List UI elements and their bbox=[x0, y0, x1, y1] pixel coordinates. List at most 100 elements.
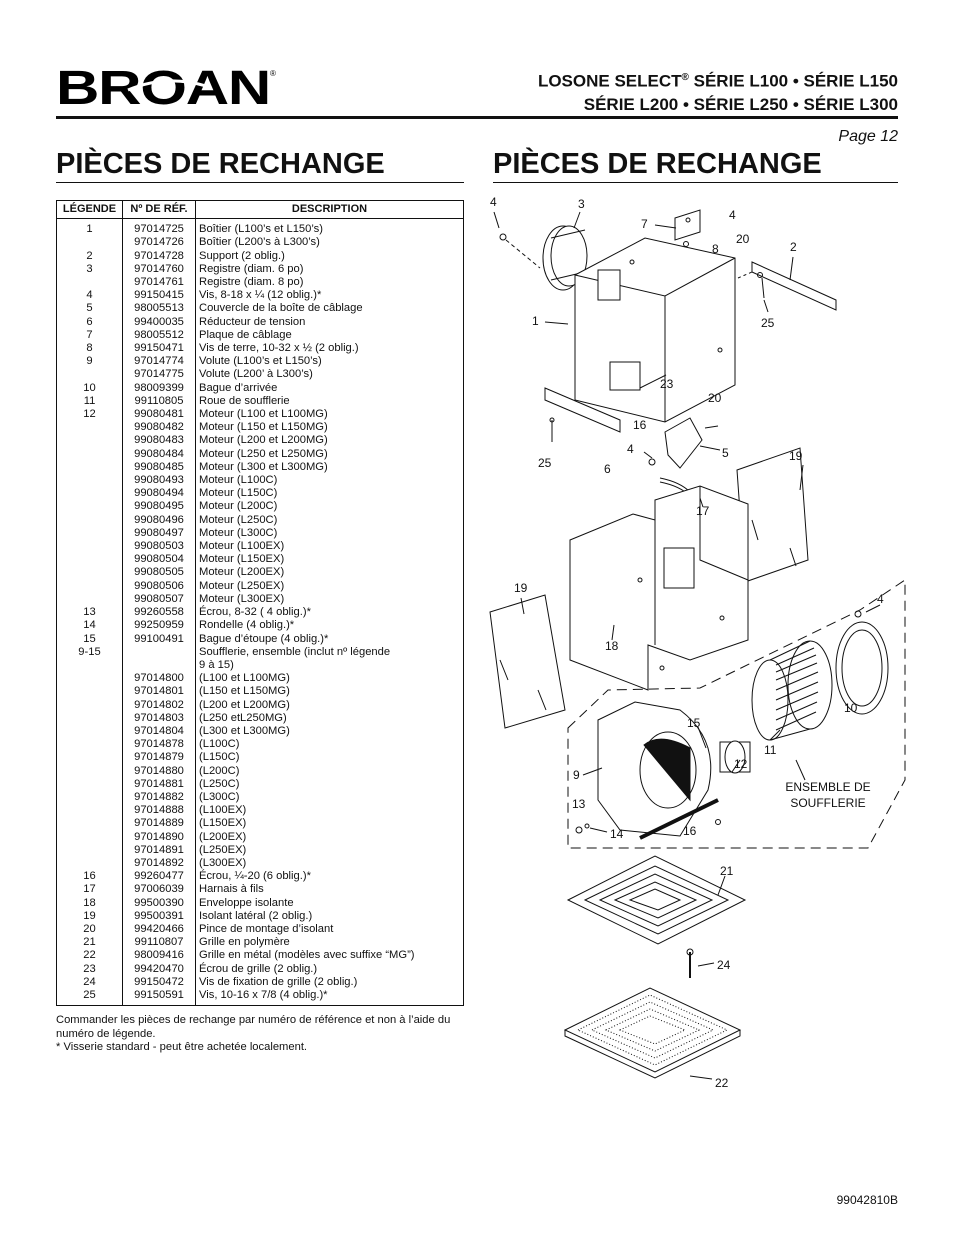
legend-cell: 16 bbox=[56, 870, 123, 884]
ref-cell: 97014775 bbox=[122, 368, 196, 382]
wiring-cover-part bbox=[648, 417, 719, 469]
order-notes: Commander les pièces de rechange par num… bbox=[56, 1014, 466, 1055]
description-cell: Bague d’arrivée bbox=[195, 381, 464, 395]
ref-cell: 99110805 bbox=[122, 394, 196, 409]
ref-cell: 99500391 bbox=[122, 909, 196, 923]
table-row: 97014800(L100 et L100MG) bbox=[56, 672, 464, 686]
legend-cell bbox=[56, 817, 123, 831]
table-row: 97014801(L150 et L150MG) bbox=[56, 685, 464, 699]
broan-logo: BROAN ® bbox=[56, 62, 278, 115]
wiring-plate-part bbox=[674, 209, 701, 247]
callout-6: 6 bbox=[604, 462, 611, 476]
description-cell: Grille en polymère bbox=[195, 936, 464, 950]
legend-cell bbox=[56, 830, 123, 844]
note-order: Commander les pièces de rechange par num… bbox=[56, 1014, 451, 1040]
blower-wheel-part bbox=[751, 640, 833, 741]
callout-13: 13 bbox=[572, 797, 586, 811]
legend-cell: 15 bbox=[56, 632, 123, 646]
table-row: 97014802(L200 et L200MG) bbox=[56, 698, 464, 712]
legend-cell bbox=[56, 236, 123, 250]
legend-cell: 9-15 bbox=[56, 645, 123, 659]
callout-4: 4 bbox=[490, 195, 497, 209]
legend-cell bbox=[56, 566, 123, 580]
table-row: 97014888(L100EX) bbox=[56, 804, 464, 818]
legend-cell: 4 bbox=[56, 289, 123, 303]
ref-cell: 97014726 bbox=[122, 236, 196, 250]
description-cell: Vis de fixation de grille (2 oblig.) bbox=[195, 975, 464, 989]
legend-cell bbox=[56, 526, 123, 541]
ref-cell bbox=[122, 645, 196, 659]
ref-cell: 99080507 bbox=[122, 592, 196, 607]
ref-cell: 97014761 bbox=[122, 276, 196, 290]
metal-grille-part bbox=[563, 987, 742, 1079]
description-cell: Boîtier (L100’s et L150’s) bbox=[195, 218, 464, 237]
callout-assembly-line2: SOUFFLERIE bbox=[790, 796, 865, 810]
description-cell: Moteur (L250EX) bbox=[195, 579, 464, 593]
callout-23: 23 bbox=[660, 377, 674, 391]
table-row: 97014891(L250EX) bbox=[56, 843, 464, 857]
description-cell: Registre (diam. 8 po) bbox=[195, 276, 464, 290]
registered-mark: ® bbox=[270, 69, 276, 78]
legend-cell: 13 bbox=[56, 606, 123, 620]
description-cell: Écrou, 8-32 ( 4 oblig.)* bbox=[195, 606, 464, 620]
legend-cell bbox=[56, 764, 123, 778]
callout-20: 20 bbox=[736, 232, 750, 246]
description-cell: Moteur (L250 et L250MG) bbox=[195, 447, 464, 461]
inlet-ring-part bbox=[835, 610, 889, 715]
ref-cell: 99150415 bbox=[122, 289, 196, 303]
insulation-wrap-part bbox=[569, 485, 749, 691]
table-row: 97014878(L100C) bbox=[56, 738, 464, 752]
legend-cell: 5 bbox=[56, 302, 123, 316]
logo-graphic: BROAN ® bbox=[56, 62, 276, 115]
legend-cell bbox=[56, 579, 123, 593]
legend-cell: 14 bbox=[56, 619, 123, 633]
insulation-side-right bbox=[736, 447, 809, 583]
ref-cell: 97014800 bbox=[122, 672, 196, 686]
table-row: 9 à 15) bbox=[56, 658, 464, 673]
description-cell: Registre (diam. 6 po) bbox=[195, 262, 464, 277]
table-row: 97014892(L300EX) bbox=[56, 856, 464, 871]
callout-10: 10 bbox=[844, 701, 858, 715]
legend-cell bbox=[56, 856, 123, 871]
ref-cell: 99500390 bbox=[122, 896, 196, 910]
callout-7: 7 bbox=[641, 217, 648, 231]
ref-cell: 97014725 bbox=[122, 218, 196, 237]
screw-part bbox=[499, 233, 541, 269]
description-cell: Moteur (L250C) bbox=[195, 513, 464, 527]
legend-cell bbox=[56, 500, 123, 514]
legend-cell: 11 bbox=[56, 394, 123, 409]
logo-swoosh bbox=[127, 79, 207, 92]
description-cell: Harnais à fils bbox=[195, 883, 464, 897]
description-cell: (L150EX) bbox=[195, 817, 464, 831]
ref-cell: 99080497 bbox=[122, 526, 196, 541]
legend-cell bbox=[56, 843, 123, 857]
description-cell: Moteur (L300EX) bbox=[195, 592, 464, 607]
description-cell: Moteur (L300 et L300MG) bbox=[195, 460, 464, 475]
hardware-bottom bbox=[575, 798, 721, 840]
housing-part bbox=[574, 237, 736, 423]
callout-17: 17 bbox=[696, 504, 710, 518]
description-cell: (L100EX) bbox=[195, 804, 464, 818]
legend-cell bbox=[56, 553, 123, 567]
ref-cell: 99150471 bbox=[122, 342, 196, 356]
ref-cell: 97014879 bbox=[122, 751, 196, 765]
description-cell: Vis, 8-18 x ¼ (12 oblig.)* bbox=[195, 289, 464, 303]
exploded-diagram: 4 3 7 4 8 20 2 1 25 23 20 16 4 5 6 25 19… bbox=[489, 195, 906, 1090]
ref-cell: 99080506 bbox=[122, 579, 196, 593]
ref-cell: 99080484 bbox=[122, 447, 196, 461]
description-cell: (L300EX) bbox=[195, 856, 464, 871]
legend-cell: 3 bbox=[56, 262, 123, 277]
callout-4: 4 bbox=[729, 208, 736, 222]
description-cell: Enveloppe isolante bbox=[195, 896, 464, 910]
